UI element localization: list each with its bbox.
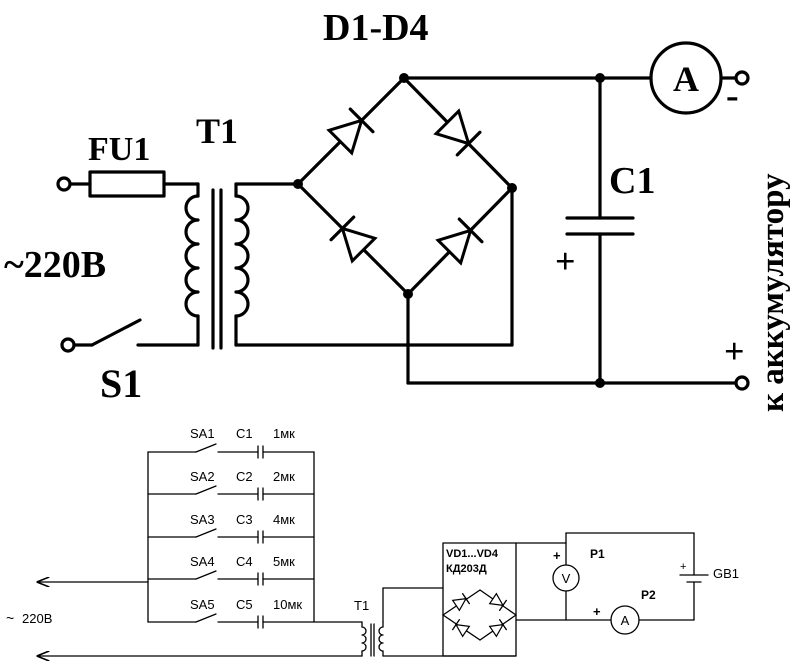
voltmeter-letter: V [562,571,571,586]
voltmeter-label: P1 [590,547,605,561]
bottom-diode-3 [452,619,471,638]
cap-row-2-switch: SA2 [190,469,215,484]
bottom-bridge-label: VD1...VD4 [446,548,499,560]
bottom-diode-2 [488,592,507,611]
output-terminal-plus [734,375,750,391]
ammeter-letter: A [673,59,699,99]
voltmeter-plus: + [553,548,561,563]
cap-row-5-switch: SA5 [190,597,215,612]
bottom-diode-4 [488,619,507,638]
cap-row-5-value: 10мк [273,597,302,612]
plus-sign: + [724,331,745,371]
bridge-box [442,542,517,657]
battery-text: к аккумулятору [755,173,791,412]
mains-terminal-top [56,176,72,192]
cap-row-4 [147,570,315,586]
cap-row-1 [147,443,315,459]
cap-row-3 [147,528,315,544]
cap-row-3-cap: C3 [236,512,253,527]
bottom-ammeter-label: P2 [641,588,656,602]
cap-row-2-value: 2мк [273,469,295,484]
diode-d2 [433,108,482,157]
bottom-voltage-tilde: ~ [6,610,14,626]
cap-row-1-cap: C1 [236,426,253,441]
voltage-label: ~220B [4,244,106,286]
cap-row-4-switch: SA4 [190,554,215,569]
mains-terminal-bottom [60,337,76,353]
transformer-label: T1 [196,111,238,151]
bridge-label: D1-D4 [323,7,429,49]
diode-d1 [326,107,375,156]
cap-row-1-value: 1мк [273,426,295,441]
output-terminal-minus [734,70,750,86]
primary-winding [184,194,200,318]
bottom-secondary-winding [378,626,384,652]
cap-row-4-cap: C4 [236,554,253,569]
bottom-transformer-label: T1 [354,598,369,613]
cap-row-1-switch: SA1 [190,426,215,441]
cap-row-4-value: 5мк [273,554,295,569]
diode-d4 [435,217,484,266]
cap-row-5-cap: C5 [236,597,253,612]
fuse-symbol [88,170,166,198]
battery-plus: + [680,561,686,573]
switch-s1 [90,318,142,347]
diode-d3 [329,215,378,264]
cap-row-2 [147,485,315,501]
cap-row-2-cap: C2 [236,469,253,484]
bottom-diode-1 [451,593,470,612]
bottom-voltage-label: 220В [22,611,52,626]
minus-sign: - [726,75,739,117]
bottom-circuit: SA1 C1 1мк SA2 C2 2мк SA3 C3 4мк SA4 C4 … [6,426,739,656]
capacitor-label: C1 [609,160,655,202]
cap-row-3-value: 4мк [273,512,295,527]
capacitor-bank [147,443,363,629]
cap-row-3-switch: SA3 [190,512,215,527]
cap-row-5 [147,613,363,629]
secondary-winding [234,194,250,318]
capacitor-plus: + [555,241,576,281]
ammeter-plus: + [593,604,601,619]
bottom-primary-winding [361,626,367,652]
bottom-diode-type: КД203Д [446,563,487,575]
bottom-ammeter-letter: A [621,613,630,628]
switch-label: S1 [100,361,142,406]
top-circuit: D1-D4 T1 FU1 ~220B S1 C1 A + - + к аккум… [4,7,791,412]
fuse-label: FU1 [88,131,150,168]
battery-label: GB1 [713,566,739,581]
